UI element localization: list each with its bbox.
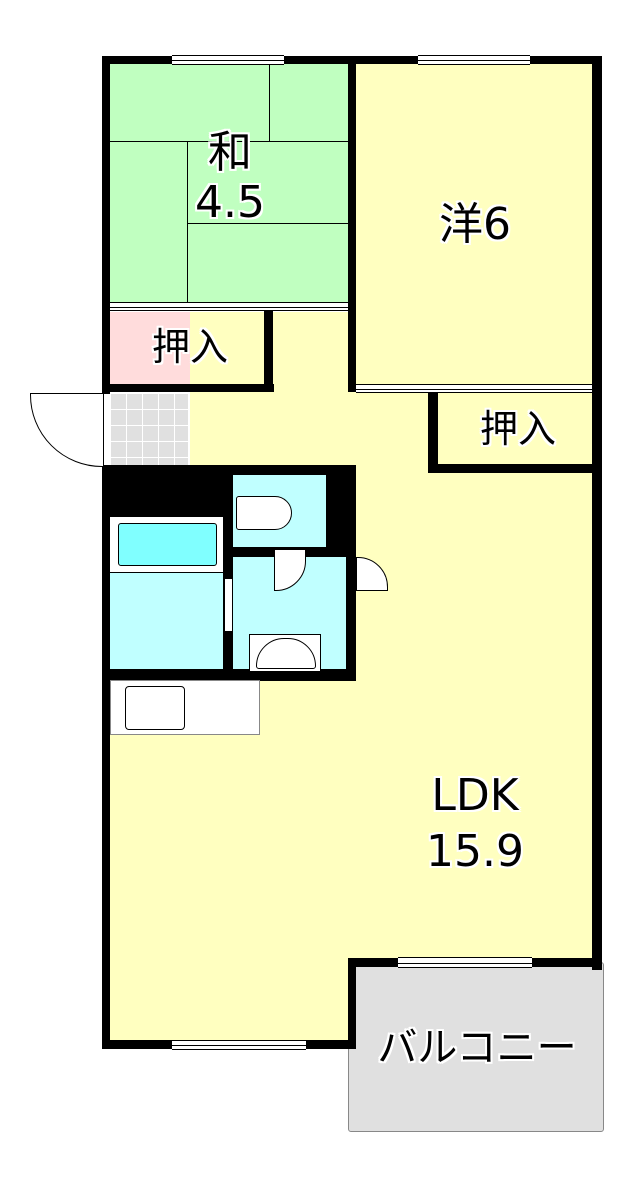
room-bath xyxy=(110,572,223,669)
window xyxy=(110,302,348,311)
bathtub-basin xyxy=(118,523,217,566)
entrance-door xyxy=(30,393,104,467)
wall xyxy=(592,56,602,970)
label-ldk: LDK 15.9 xyxy=(400,768,550,880)
room-entrance xyxy=(110,393,188,465)
label-washitsu: 和 4.5 xyxy=(180,128,280,228)
window xyxy=(356,384,592,393)
room-size: 15.9 xyxy=(426,826,524,877)
kitchen-sink xyxy=(125,686,185,730)
wall xyxy=(102,384,274,392)
room-name: LDK xyxy=(431,770,519,821)
wall xyxy=(428,392,438,472)
label-oshiire-right: 押入 xyxy=(479,407,556,451)
window xyxy=(398,957,532,968)
label-oshiire-left: 押入 xyxy=(151,325,228,369)
label-balcony: バルコニー xyxy=(377,1025,577,1071)
wall xyxy=(348,56,356,392)
room-size: 4.5 xyxy=(195,177,265,228)
tatami-line xyxy=(269,64,270,142)
tatami-line xyxy=(188,223,348,224)
tatami-line xyxy=(110,141,348,142)
room-washitsu xyxy=(110,64,348,302)
toilet-fixture xyxy=(236,496,292,530)
window xyxy=(172,1040,306,1050)
tatami-line xyxy=(187,142,188,302)
bath-door xyxy=(224,578,233,632)
room-balcony xyxy=(348,962,604,1132)
wall xyxy=(102,56,110,394)
window xyxy=(418,55,530,65)
wash-basin-bowl xyxy=(256,638,316,669)
window xyxy=(172,55,284,65)
wall xyxy=(102,465,110,1049)
label-youshitsu: 洋6 xyxy=(439,199,511,250)
room-name: 和 xyxy=(208,127,252,178)
wall xyxy=(264,308,273,392)
wall xyxy=(428,464,602,473)
wall xyxy=(348,958,356,1048)
